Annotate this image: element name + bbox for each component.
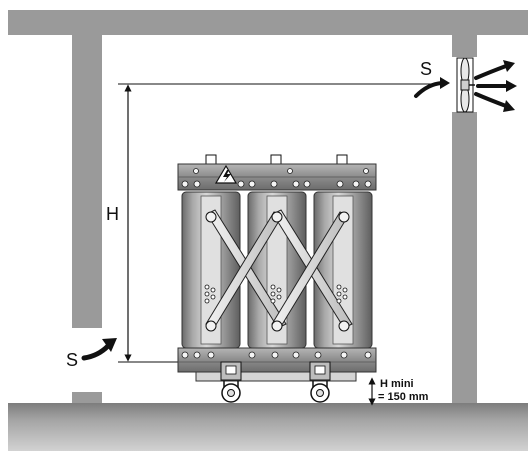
connection-bars (205, 209, 353, 329)
bottom-frame (177, 347, 377, 373)
right-wall-lower (452, 112, 477, 403)
height-dimension (118, 83, 444, 363)
clearance-label-line1: H mini (380, 378, 414, 390)
base-skid (195, 371, 357, 382)
air-outlet-arrows-icon (414, 60, 517, 112)
wheel-right (309, 361, 331, 403)
air-inlet-arrow-icon (81, 338, 117, 361)
right-wall-upper (452, 35, 477, 57)
dry-type-transformer (177, 154, 377, 403)
wheel-left (220, 361, 242, 403)
height-label: H (106, 204, 119, 224)
terminal-studs (205, 211, 350, 332)
ceiling (8, 10, 528, 35)
tap-links (204, 284, 348, 304)
left-wall-upper (72, 35, 102, 328)
ground-slab (8, 403, 528, 451)
left-wall-lower (72, 392, 102, 403)
fan-icon (456, 57, 475, 113)
bottom-frame-bolts (181, 351, 372, 359)
high-voltage-warning-icon (214, 164, 238, 184)
inlet-air-label: S (66, 350, 78, 370)
building-walls (8, 10, 528, 451)
outlet-air-label: S (420, 59, 432, 79)
clearance-label-line2: = 150 mm (378, 391, 429, 403)
top-frame-bolts (181, 168, 372, 188)
